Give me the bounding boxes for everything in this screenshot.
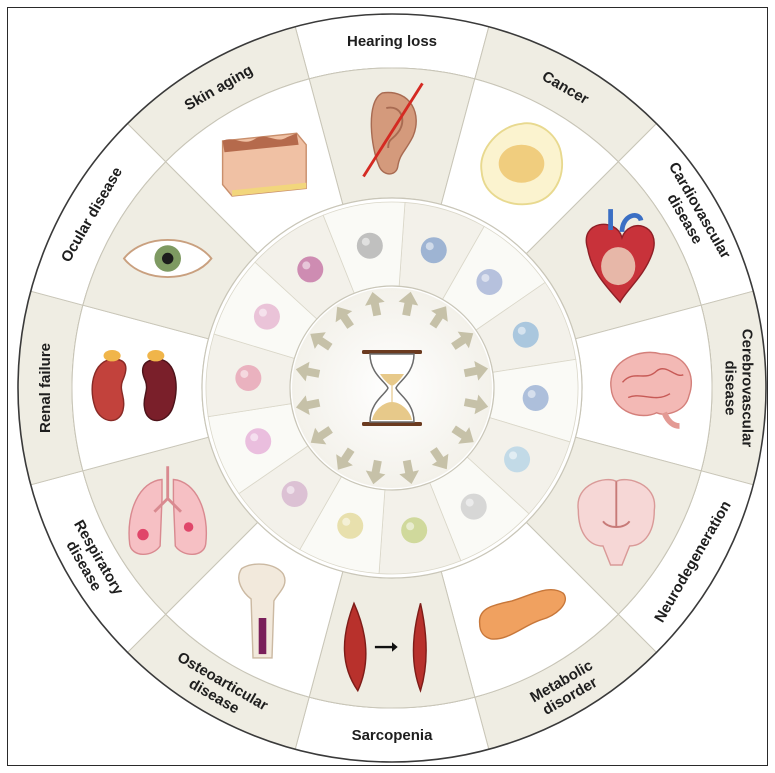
disease-label-renal-failure: Renal failure	[37, 343, 54, 433]
stem-cells-icon	[282, 481, 308, 507]
disease-label-line: Renal failure	[37, 343, 54, 433]
dna-helix-icon	[421, 237, 447, 263]
intercellular-signal-icon	[254, 304, 280, 330]
skin-layers-icon	[223, 133, 307, 196]
disease-label-line: Sarcopenia	[352, 727, 434, 744]
aging-core	[292, 288, 492, 488]
chromosome-icon	[476, 269, 502, 295]
disease-label-line: Cerebrovascular	[739, 329, 756, 448]
nutrient-sensing-fork-icon	[461, 494, 487, 520]
disease-label-hearing-loss: Hearing loss	[347, 33, 437, 50]
inflammation-dots-icon	[235, 365, 261, 391]
protein-fold-icon	[523, 385, 549, 411]
cell-cycle-icon	[245, 428, 271, 454]
senescent-leaf-icon	[337, 513, 363, 539]
population-people-icon	[357, 233, 383, 259]
nucleosome-icon	[513, 322, 539, 348]
microbe-icon	[297, 256, 323, 282]
disease-label-sarcopenia: Sarcopenia	[352, 727, 434, 744]
disease-label-line: disease	[722, 360, 739, 415]
mitochondrion-icon	[401, 517, 427, 543]
autophagy-vesicle-icon	[504, 446, 530, 472]
disease-label-line: Hearing loss	[347, 33, 437, 50]
